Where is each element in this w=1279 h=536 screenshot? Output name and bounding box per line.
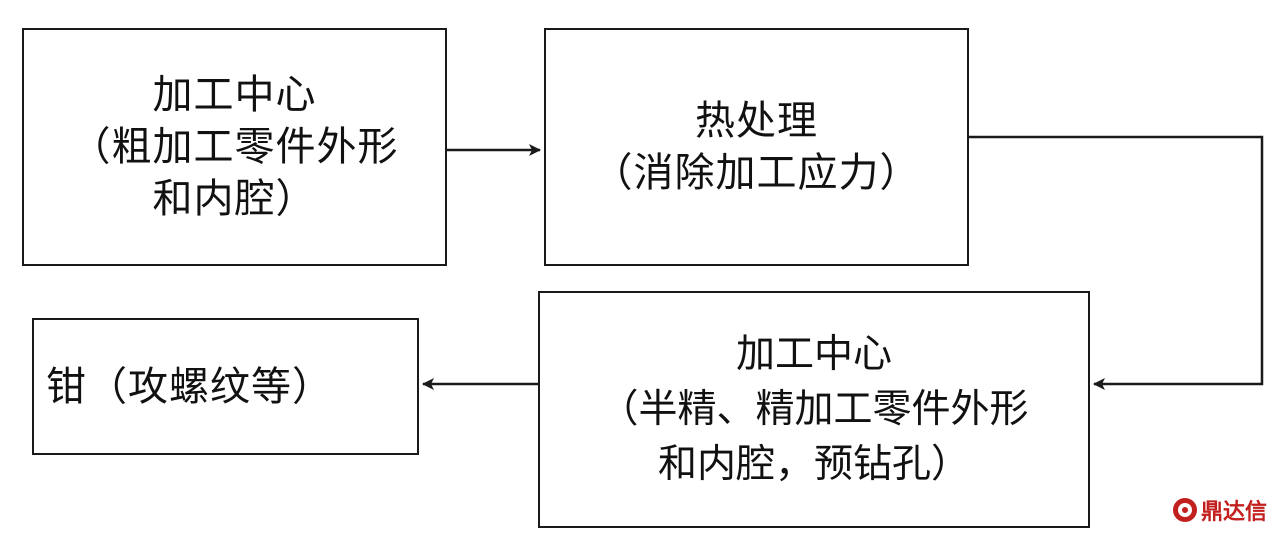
node-line: （粗加工零件外形 [70,124,399,170]
node-label: 热处理 （消除加工应力） [593,95,921,199]
watermark: 鼎达信 [1172,494,1267,526]
node-line: 钳（攻螺纹等） [46,363,333,410]
watermark-text: 鼎达信 [1200,500,1267,525]
node-finish-machining: 加工中心 （半精、精加工零件外形 和内腔，预钻孔） [538,291,1090,528]
node-line: 和内腔，预钻孔） [657,442,970,487]
node-line: （消除加工应力） [592,150,921,196]
brand-logo-icon [1172,498,1197,522]
node-line: 加工中心 [152,72,317,118]
node-fitter-tapping: 钳（攻螺纹等） [32,318,419,455]
node-line: 和内腔） [152,176,317,222]
node-line: （半精、精加工零件外形 [599,387,1029,432]
node-label: 钳（攻螺纹等） [46,361,333,413]
node-rough-machining: 加工中心 （粗加工零件外形 和内腔） [22,28,447,266]
node-label: 加工中心 （半精、精加工零件外形 和内腔，预钻孔） [599,327,1028,492]
node-label: 加工中心 （粗加工零件外形 和内腔） [71,69,399,225]
node-line: 加工中心 [735,332,892,377]
node-line: 热处理 [695,98,818,144]
node-heat-treatment: 热处理 （消除加工应力） [544,28,969,266]
